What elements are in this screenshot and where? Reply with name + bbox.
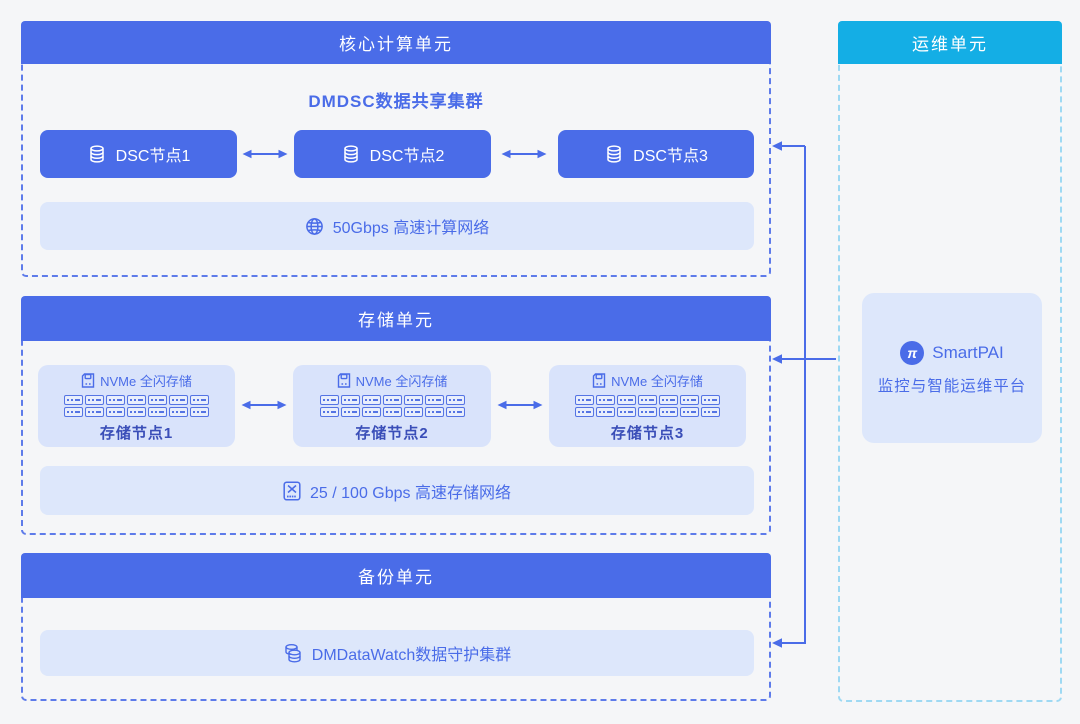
- globe-icon: [305, 217, 323, 235]
- backup-unit-section: 备份单元 DMDataWatch数据守护集群: [21, 553, 771, 701]
- compute-unit-header: 核心计算单元: [21, 21, 771, 64]
- bidirectional-arrow: [501, 149, 547, 159]
- database-icon: [343, 145, 358, 163]
- storage-node-label: 存储节点1: [99, 425, 174, 442]
- dsc-node-3: DSC节点3: [558, 130, 754, 178]
- bidirectional-arrow: [242, 149, 288, 159]
- storage-unit-title: 存储单元: [358, 311, 434, 330]
- storage-node-label: 存储节点2: [355, 425, 429, 442]
- storage-node-2: NVMe 全闪存储 存储节点2: [293, 365, 491, 447]
- database-stack-icon: [285, 643, 301, 663]
- backup-cluster-bar: DMDataWatch数据守护集群: [40, 630, 754, 676]
- compute-network-bar: 50Gbps 高速计算网络: [40, 202, 754, 250]
- server-rack-icon: [319, 395, 465, 417]
- storage-node-1: NVMe 全闪存储 存储节点1: [38, 365, 235, 447]
- storage-node-3: NVMe 全闪存储 存储节点3: [549, 365, 746, 447]
- ops-unit-title: 运维单元: [912, 35, 988, 54]
- dsc-node-label: DSC节点1: [115, 148, 191, 165]
- smartpai-platform-card: π SmartPAI 监控与智能运维平台: [862, 293, 1042, 443]
- smartpai-logo-icon: π: [900, 340, 925, 365]
- dsc-node-label: DSC节点3: [633, 148, 708, 165]
- bidirectional-arrow: [241, 400, 287, 410]
- backup-cluster-label: DMDataWatch数据守护集群: [311, 647, 512, 664]
- storage-unit-section: 存储单元 NVMe 全闪存储 存储节点1: [21, 296, 771, 535]
- ops-unit-section: 运维单元 π SmartPAI 监控与智能运维平台: [838, 21, 1062, 702]
- storage-type-label: NVMe 全闪存储: [100, 374, 192, 389]
- server-rack-icon: [64, 395, 209, 417]
- storage-network-label: 25 / 100 Gbps 高速存储网络: [310, 484, 511, 502]
- storage-network-bar: 25 / 100 Gbps 高速存储网络: [40, 466, 754, 515]
- compute-network-label: 50Gbps 高速计算网络: [332, 220, 490, 237]
- database-icon: [89, 145, 104, 163]
- dsc-node-label: DSC节点2: [369, 148, 445, 165]
- ssd-icon: [81, 373, 95, 388]
- ops-unit-header: 运维单元: [838, 21, 1062, 64]
- smartpai-subtitle: 监控与智能运维平台: [877, 377, 1027, 395]
- storage-type-label: NVMe 全闪存储: [355, 374, 448, 389]
- switch-icon: [283, 480, 301, 501]
- storage-node-label: 存储节点3: [610, 425, 685, 442]
- backup-unit-header: 备份单元: [21, 553, 771, 598]
- server-rack-icon: [575, 395, 720, 417]
- compute-unit-section: 核心计算单元 DMDSC数据共享集群 DSC节点1: [21, 21, 771, 277]
- ssd-icon: [337, 373, 350, 388]
- storage-type-label: NVMe 全闪存储: [611, 374, 703, 389]
- ssd-icon: [592, 373, 606, 388]
- dsc-node-2: DSC节点2: [294, 130, 491, 178]
- smartpai-title: SmartPAI: [932, 342, 1004, 362]
- database-icon: [607, 145, 621, 163]
- compute-unit-title: 核心计算单元: [339, 35, 453, 54]
- bidirectional-arrow: [497, 400, 543, 410]
- dsc-node-1: DSC节点1: [40, 130, 237, 178]
- storage-unit-header: 存储单元: [21, 296, 771, 341]
- dmdsc-cluster-title: DMDSC数据共享集群: [308, 92, 484, 111]
- backup-unit-title: 备份单元: [358, 568, 434, 587]
